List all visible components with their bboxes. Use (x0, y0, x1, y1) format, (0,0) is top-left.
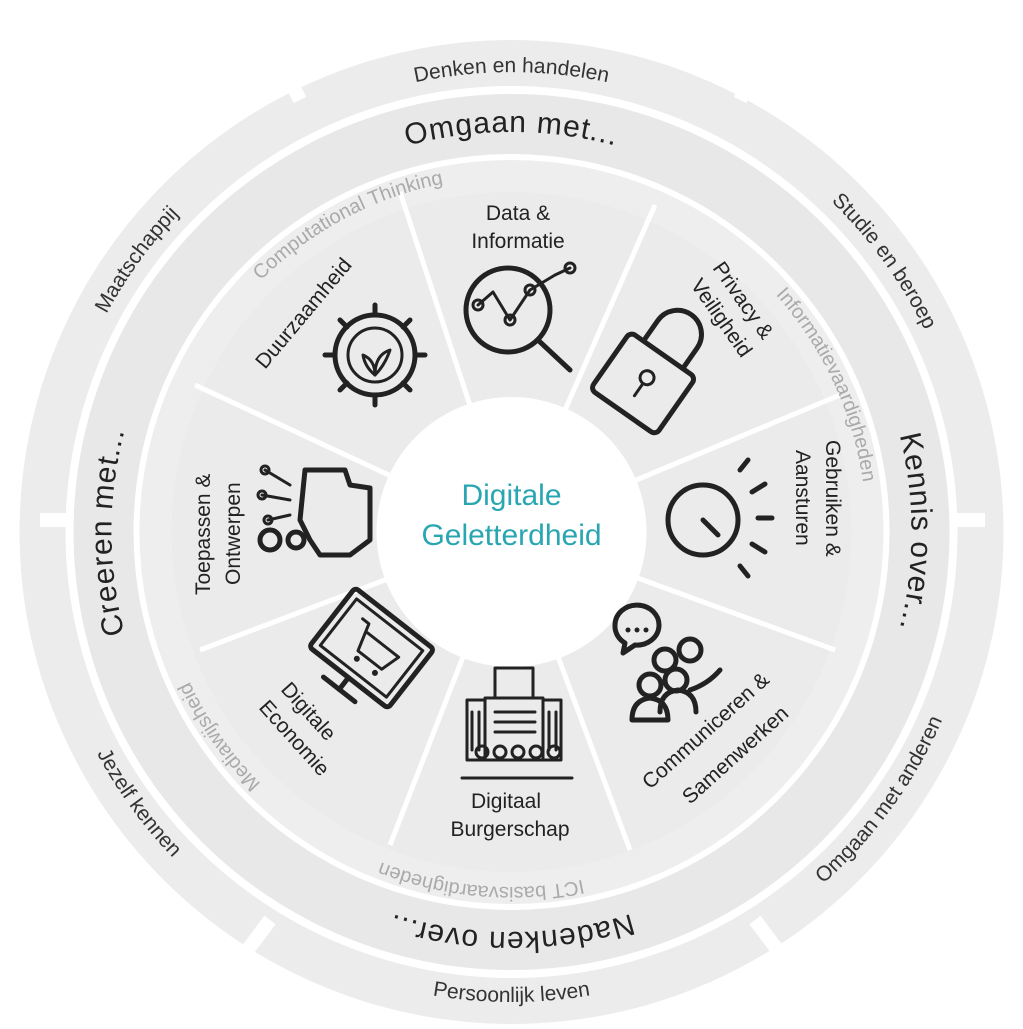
segment-wheel (171, 191, 852, 872)
building-people-icon (460, 666, 574, 780)
people-chat-icon (612, 602, 723, 723)
segment-gebruiken-line2: Aansturen (791, 450, 814, 546)
center-disc (376, 397, 647, 667)
control-dial-icon (665, 457, 775, 579)
robot-hand-icon (256, 464, 373, 558)
segment-data-line2: Informatie (471, 230, 564, 253)
center-title-line1: Digitale (461, 479, 561, 512)
data-search-icon (463, 261, 577, 373)
segment-burgerschap-line2: Burgerschap (450, 818, 569, 841)
segment-burgerschap-line1: Digitaal (471, 790, 541, 813)
segment-toepassen-line1: Toepassen & (192, 474, 215, 595)
gear-leaf-icon (322, 302, 428, 408)
segment-toepassen-line2: Ontwerpen (222, 482, 245, 585)
segment-gebruiken-aansturen: Gebruiken & Aansturen (665, 440, 844, 579)
center-title-line2: Geletterdheid (421, 519, 601, 552)
segment-data-line1: Data & (486, 202, 550, 225)
segment-digitaal-burgerschap: Digitaal Burgerschap (450, 666, 574, 841)
segment-gebruiken-line1: Gebruiken & (821, 440, 844, 557)
shopping-cart-screen-icon (308, 586, 435, 710)
segment-data-informatie: Data & Informatie (463, 202, 577, 373)
padlock-icon (590, 307, 704, 436)
segment-toepassen-ontwerpen: Toepassen & Ontwerpen (192, 464, 373, 595)
center-title: Digitale Geletterdheid (421, 479, 601, 552)
